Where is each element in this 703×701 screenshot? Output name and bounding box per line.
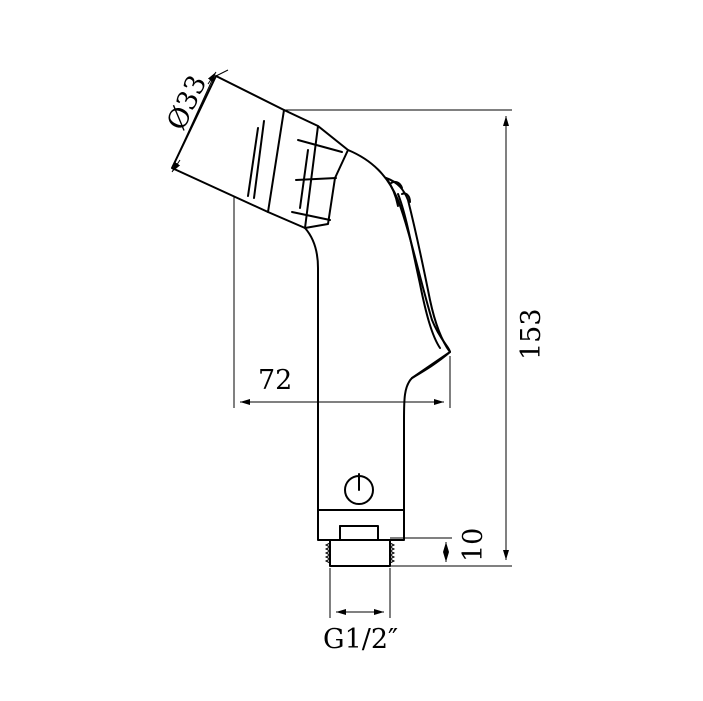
sprayer-head xyxy=(171,75,349,229)
width-dimension: 72 xyxy=(233,196,451,408)
width-label: 72 xyxy=(258,365,292,396)
height-label: 153 xyxy=(516,308,547,360)
connector-base xyxy=(317,509,405,567)
thread-size-label: G1/2″ xyxy=(323,624,398,655)
thread-length-label: 10 xyxy=(458,528,489,562)
collar-ring xyxy=(267,109,319,229)
diameter-dimension: Ø33 xyxy=(161,69,229,173)
nozzle-rim xyxy=(247,127,259,197)
sprayer-handle xyxy=(304,149,451,511)
thread-body xyxy=(329,539,391,567)
handle-front-edge xyxy=(304,227,319,511)
height-dimension: 153 xyxy=(284,109,547,567)
thread-length-dimension: 10 xyxy=(390,528,489,567)
diameter-label: Ø33 xyxy=(161,71,213,135)
thread-size-dimension: G1/2″ xyxy=(323,568,398,655)
lock-button xyxy=(344,473,374,505)
handle-back-edge xyxy=(347,149,451,511)
